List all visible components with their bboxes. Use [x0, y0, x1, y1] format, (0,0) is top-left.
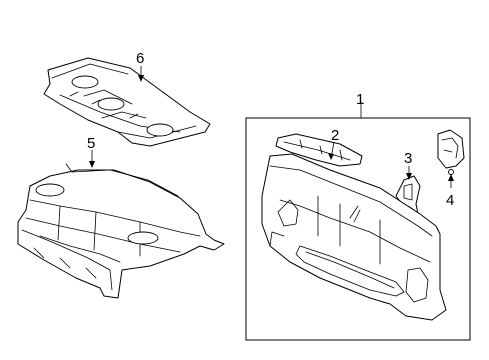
part-6-package-tray	[43, 57, 211, 147]
part-2-upper-reinforcement	[275, 133, 363, 167]
callout-6: 6	[136, 50, 144, 67]
callout-2: 2	[331, 127, 339, 144]
callout-4: 4	[446, 192, 454, 209]
part-4-side-bracket	[437, 129, 465, 175]
callout-1: 1	[356, 91, 364, 108]
assembly-group-box	[245, 117, 471, 341]
callout-3: 3	[404, 150, 412, 167]
leader-arrows	[89, 75, 454, 181]
callout-5: 5	[87, 135, 95, 152]
part-1-rear-panel-assembly	[261, 153, 447, 321]
part-5-rear-panel	[17, 163, 225, 299]
